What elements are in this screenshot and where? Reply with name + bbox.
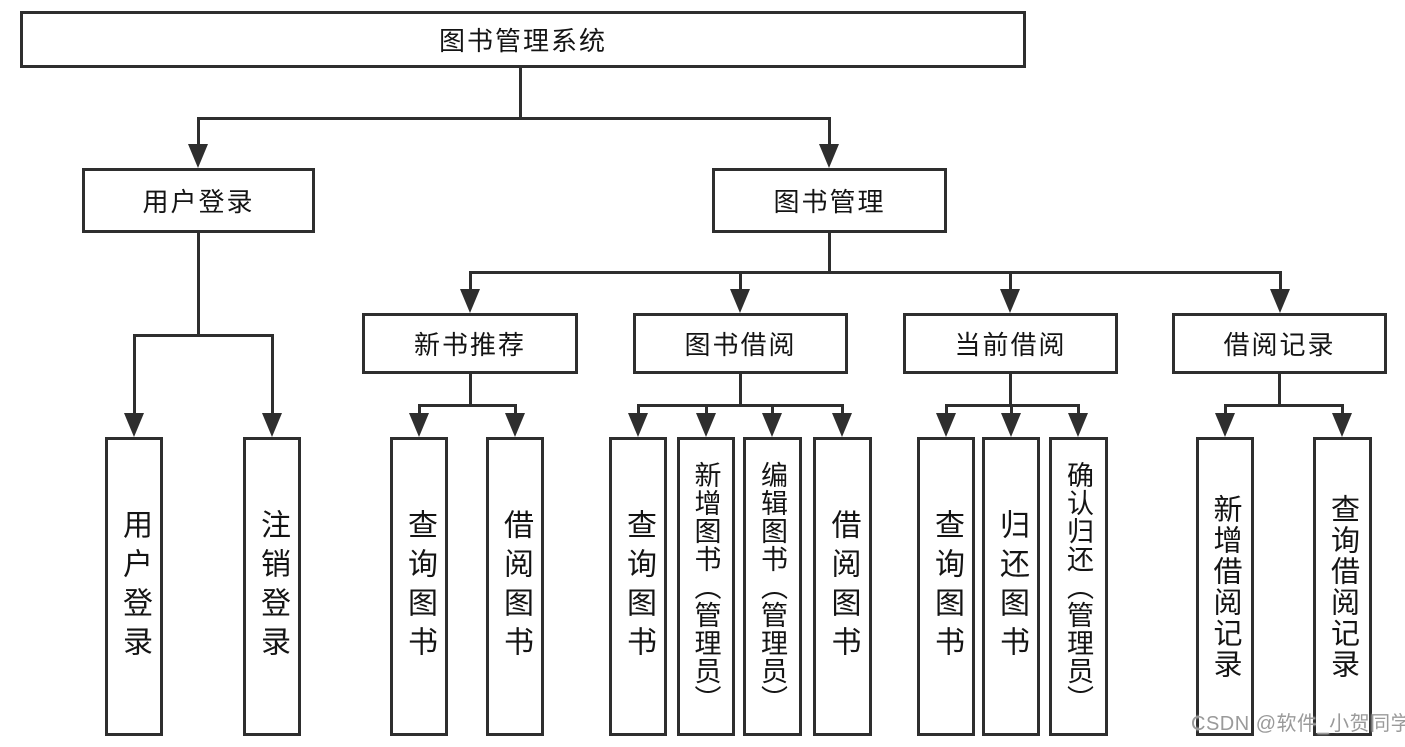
arrow-leaf [628,413,648,437]
leaf-edit-book-admin: 编辑图书（管理员） [743,437,802,736]
node-label: 借阅记录 [1223,330,1336,360]
leaf-query-books-recommend: 查询图书 [390,437,448,736]
leaf-label: 新增借阅记录 [1209,493,1241,680]
arrow-book-mgmt [819,144,839,168]
node-label: 图书借阅 [684,330,797,360]
leaf-label: 归还图书 [995,508,1028,665]
watermark-csdn: CSDN @软件_小贺同学 [1191,713,1405,735]
leaf-label: 编辑图书（管理员） [757,460,787,713]
connector-logout-leaf-shaft [271,334,274,417]
leaf-query-books-borrowing: 查询图书 [609,437,667,736]
leaf-return-book: 归还图书 [982,437,1040,736]
connector-book-mgmt-shaft [828,117,831,148]
arrow-leaf [505,413,525,437]
connector-user-login-shaft [197,117,200,148]
connector-newbook-bar [418,404,517,407]
arrow-user-login [188,144,208,168]
connector-borrow-bar [637,404,844,407]
leaf-label: 借阅图书 [499,508,532,665]
node-label: 用户登录 [142,187,255,217]
arrow-leaf [1332,413,1352,437]
connector-leaf-shaft [1077,404,1080,416]
leaf-label: 查询图书 [403,508,436,665]
connector-newbook-shaft [469,271,472,293]
connector-user-login-bar [133,334,274,337]
node-current-borrowing: 当前借阅 [903,313,1118,374]
node-book-management: 图书管理 [712,168,947,233]
connector-leaf-shaft [841,404,844,416]
node-label: 图书管理系统 [438,26,607,56]
node-label: 当前借阅 [954,330,1067,360]
leaf-query-borrow-record: 查询借阅记录 [1313,437,1372,736]
arrow-leaf [409,413,429,437]
arrow-leaf [1001,413,1021,437]
connector-leaf-shaft [418,404,421,416]
connector-records-stem [1278,374,1281,407]
connector-newbook-stem [469,374,472,407]
leaf-logout: 注销登录 [243,437,301,736]
node-book-borrowing: 图书借阅 [633,313,848,374]
connector-level2-bar [197,117,831,120]
node-user-login: 用户登录 [82,168,315,233]
connector-leaf-shaft [705,404,708,416]
leaf-user-login: 用户登录 [105,437,163,736]
node-label: 新书推荐 [413,330,526,360]
connector-borrow-stem [739,374,742,407]
connector-leaf-shaft [514,404,517,416]
leaf-label: 用户登录 [118,508,151,665]
leaf-label: 确认归还（管理员） [1063,460,1093,713]
connector-user-login-stem [197,233,200,337]
arrow-logout-leaf [262,413,282,437]
node-library-management-system: 图书管理系统 [20,11,1026,68]
connector-root-stem [519,68,522,118]
arrow-login-leaf [124,413,144,437]
connector-current-stem [1009,374,1012,407]
leaf-label: 注销登录 [256,508,289,665]
arrow-leaf [696,413,716,437]
leaf-label: 新增图书（管理员） [690,460,721,713]
arrow-leaf [1068,413,1088,437]
node-new-book-recommendation: 新书推荐 [362,313,578,374]
arrow-borrow [730,289,750,313]
node-label: 图书管理 [773,187,886,217]
leaf-label: 查询图书 [622,508,655,665]
connector-leaf-shaft [637,404,640,416]
node-borrowing-records: 借阅记录 [1172,313,1387,374]
leaf-add-book-admin: 新增图书（管理员） [677,437,735,736]
connector-records-bar [1224,404,1344,407]
arrow-records [1270,289,1290,313]
connector-records-shaft [1279,271,1282,293]
leaf-label: 查询图书 [930,508,963,665]
connector-leaf-shaft [771,404,774,416]
arrow-leaf [762,413,782,437]
leaf-add-borrow-record: 新增借阅记录 [1196,437,1254,736]
arrow-leaf [936,413,956,437]
leaf-borrow-books-borrowing: 借阅图书 [813,437,872,736]
connector-login-leaf-shaft [133,334,136,417]
leaf-query-books-current: 查询图书 [917,437,975,736]
arrow-leaf [1215,413,1235,437]
leaf-borrow-books-recommend: 借阅图书 [486,437,544,736]
connector-leaf-shaft [945,404,948,416]
connector-leaf-shaft [1010,404,1013,416]
connector-level3-bar [469,271,1282,274]
arrow-newbook [460,289,480,313]
leaf-label: 查询借阅记录 [1326,493,1359,680]
connector-leaf-shaft [1224,404,1227,416]
arrow-current [1000,289,1020,313]
arrow-leaf [832,413,852,437]
connector-borrow-shaft [739,271,742,293]
leaf-confirm-return-admin: 确认归还（管理员） [1049,437,1108,736]
connector-leaf-shaft [1341,404,1344,416]
connector-current-shaft [1009,271,1012,293]
connector-book-mgmt-stem [828,233,831,274]
leaf-label: 借阅图书 [826,508,860,665]
